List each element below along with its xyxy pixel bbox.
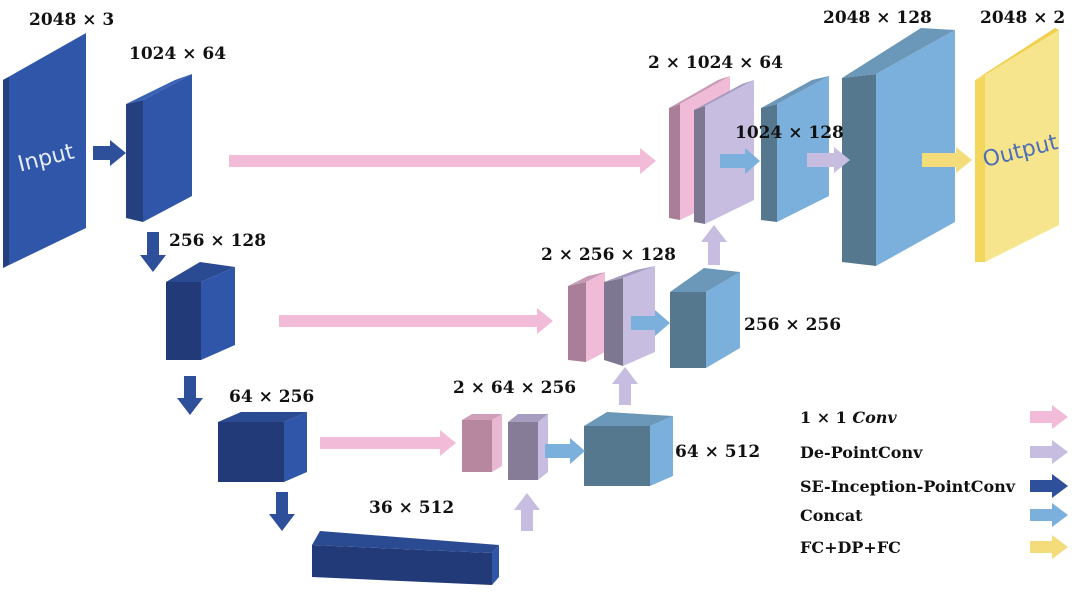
dim-enc3: 64 × 256 xyxy=(229,387,314,407)
fc-arrow xyxy=(922,147,972,173)
legend-label: SE-Inception-PointConv xyxy=(800,477,1016,496)
dim-dec3-out: 64 × 512 xyxy=(675,442,760,462)
dim-dec2-out: 256 × 256 xyxy=(744,315,841,335)
se-arrow-down-1 xyxy=(140,232,166,272)
dim-fc: 2048 × 128 xyxy=(823,8,932,28)
fc-block xyxy=(842,28,955,266)
legend-label: De-PointConv xyxy=(800,443,923,462)
input-block: Input xyxy=(3,33,86,268)
depoint-arrow-up-bottleneck xyxy=(514,493,540,531)
legend-arrow-icon xyxy=(1030,405,1068,429)
legend-label: Concat xyxy=(800,506,863,525)
dim-output: 2048 × 2 xyxy=(980,8,1065,28)
skip-arrow-level2 xyxy=(279,308,553,334)
output-block: Output xyxy=(975,28,1061,262)
bottleneck-block xyxy=(312,531,499,585)
decoder2-concat-block xyxy=(568,266,655,366)
decoder1-concat-block xyxy=(669,76,754,224)
concat-arrow-level2 xyxy=(631,310,670,336)
encoder-block-2 xyxy=(166,262,235,360)
concat-arrow-level1 xyxy=(720,148,760,174)
decoder1-output-block xyxy=(761,76,829,222)
legend-label: FC+DP+FC xyxy=(800,538,901,557)
se-arrow-down-2 xyxy=(177,376,203,415)
legend-arrow-icon xyxy=(1030,503,1068,527)
dim-bottleneck: 36 × 512 xyxy=(369,498,454,518)
legend: 1 × 1 ConvDe-PointConvSE-Inception-Point… xyxy=(800,405,1068,559)
encoder-block-1 xyxy=(126,74,192,222)
dim-dec1-concat: 2 × 1024 × 64 xyxy=(648,53,783,73)
legend-arrow-icon xyxy=(1030,440,1068,464)
se-arrow-down-3 xyxy=(269,492,295,531)
dim-dec1-out: 1024 × 128 xyxy=(735,123,844,143)
depoint-arrow-up-level3 xyxy=(612,367,638,405)
concat-arrow-level3 xyxy=(545,438,585,464)
depoint-arrow-right-dec1 xyxy=(807,147,850,173)
dim-dec2-concat: 2 × 256 × 128 xyxy=(541,245,676,265)
depoint-arrow-up-level2 xyxy=(701,225,727,265)
legend-label: 1 × 1 Conv xyxy=(800,408,897,427)
legend-item: Concat xyxy=(800,503,1068,527)
legend-arrow-icon xyxy=(1030,474,1068,498)
decoder3-output-block xyxy=(584,412,673,486)
encoder-block-3 xyxy=(218,412,307,482)
decoder3-concat-block xyxy=(462,414,548,480)
legend-item: SE-Inception-PointConv xyxy=(800,474,1068,498)
dim-dec3-concat: 2 × 64 × 256 xyxy=(453,378,576,398)
skip-arrow-level3 xyxy=(320,430,456,456)
dim-enc1: 1024 × 64 xyxy=(129,44,226,64)
legend-item: 1 × 1 Conv xyxy=(800,405,1068,429)
se-arrow-input xyxy=(93,140,126,166)
dim-enc2: 256 × 128 xyxy=(169,231,266,251)
legend-item: FC+DP+FC xyxy=(800,535,1068,559)
decoder2-output-block xyxy=(670,268,740,368)
legend-item: De-PointConv xyxy=(800,440,1068,464)
dim-input: 2048 × 3 xyxy=(29,10,114,30)
legend-arrow-icon xyxy=(1030,535,1068,559)
skip-arrow-level1 xyxy=(229,148,656,174)
